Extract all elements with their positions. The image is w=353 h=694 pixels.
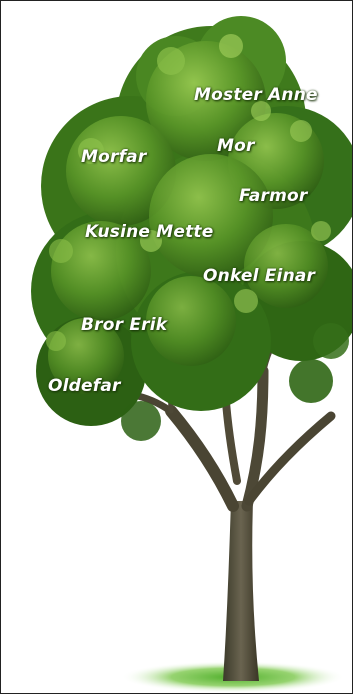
name-onkel-einar[interactable]: Onkel Einar	[203, 266, 315, 286]
name-mor[interactable]: Mor	[217, 136, 255, 156]
name-bror-erik[interactable]: Bror Erik	[81, 315, 167, 335]
name-moster-anne[interactable]: Moster Anne	[194, 85, 318, 105]
name-farmor[interactable]: Farmor	[239, 186, 308, 206]
name-morfar[interactable]: Morfar	[81, 147, 146, 167]
name-kusine-mette[interactable]: Kusine Mette	[85, 222, 213, 242]
name-oldefar[interactable]: Oldefar	[48, 376, 121, 396]
